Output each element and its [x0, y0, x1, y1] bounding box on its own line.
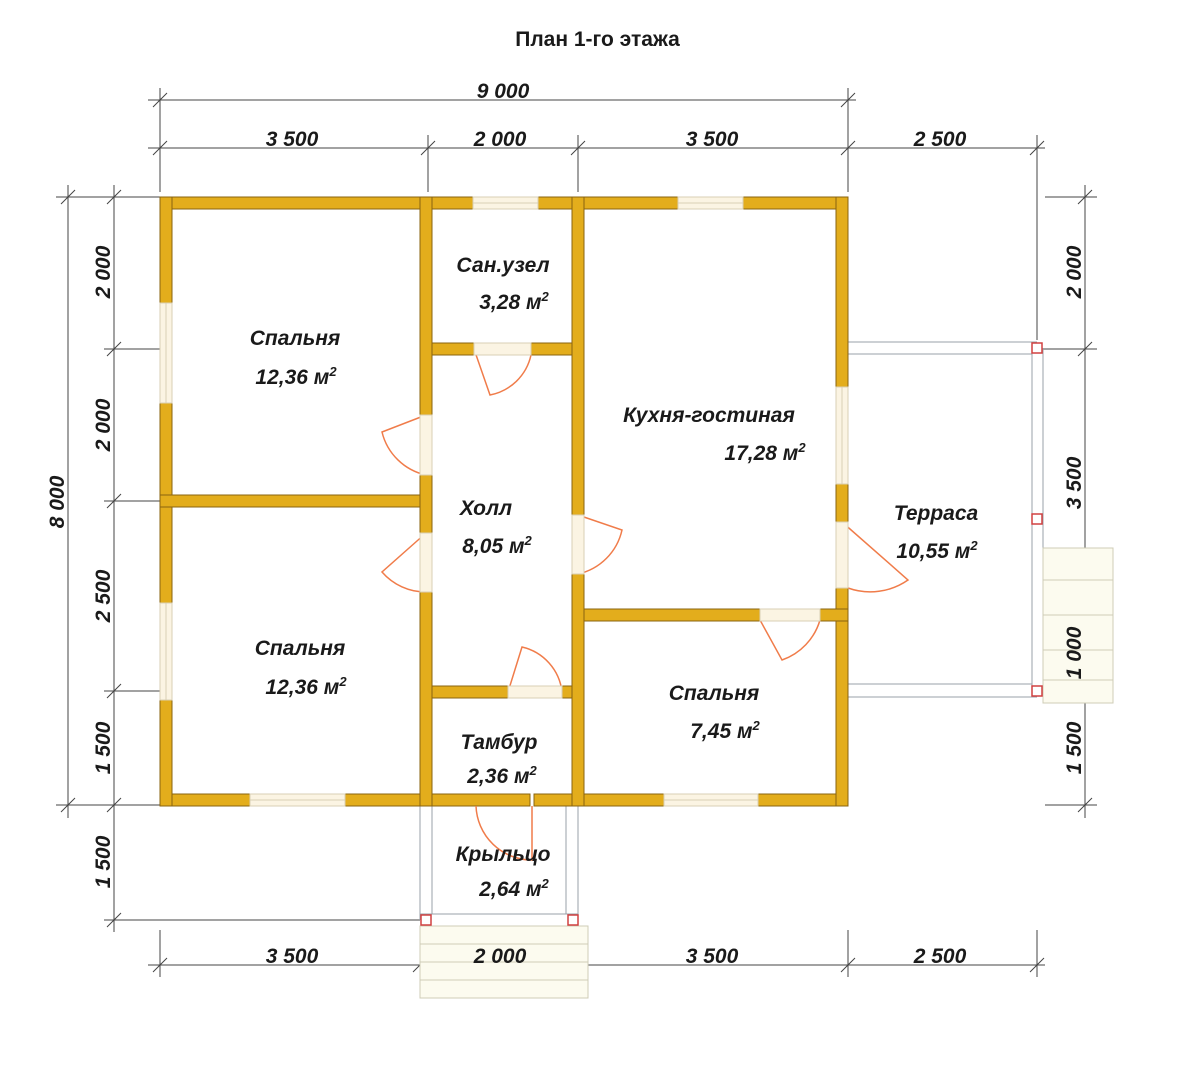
dim-top-3: 3 500 — [686, 128, 739, 151]
dim-bottom-2: 2 000 — [473, 945, 527, 968]
room-area-vestibule: 2,36 м2 — [466, 763, 537, 788]
page-title: План 1-го этажа — [515, 28, 680, 51]
room-name-porch: Крыльцо — [456, 843, 551, 866]
dim-left-1: 2 000 — [92, 245, 115, 299]
dim-bottom-3: 3 500 — [686, 945, 739, 968]
door-openings — [419, 342, 849, 699]
room-name-bathroom: Сан.узел — [456, 254, 549, 277]
room-area-kitchen-living: 17,28 м2 — [724, 440, 806, 465]
room-name-bedroom-1: Спальня — [250, 327, 341, 350]
dim-top-1: 3 500 — [266, 128, 319, 151]
dim-right-1: 2 000 — [1063, 245, 1086, 299]
dim-bottom-4: 2 500 — [913, 945, 967, 968]
room-name-hall: Холл — [459, 497, 512, 520]
room-name-vestibule: Тамбур — [460, 731, 537, 754]
terrace-steps — [1042, 547, 1114, 704]
dim-top-2: 2 000 — [473, 128, 527, 151]
room-area-bedroom-2: 12,36 м2 — [265, 674, 347, 699]
posts — [420, 342, 1043, 926]
dim-left-2: 2 000 — [92, 398, 115, 452]
room-area-bedroom-1: 12,36 м2 — [255, 364, 337, 389]
room-area-terrace: 10,55 м2 — [896, 538, 978, 563]
window-icon — [159, 196, 849, 807]
room-name-bedroom-3: Спальня — [669, 682, 760, 705]
room-name-bedroom-2: Спальня — [255, 637, 346, 660]
walls — [159, 196, 849, 807]
dim-overall-height: 8 000 — [46, 475, 69, 528]
room-area-bedroom-3: 7,45 м2 — [690, 718, 760, 743]
door-swing-icon — [380, 348, 910, 861]
room-area-bathroom: 3,28 м2 — [479, 289, 549, 314]
dimension-lines — [56, 88, 1097, 977]
dim-left-4: 1 500 — [92, 721, 115, 774]
dim-left-3: 2 500 — [92, 569, 115, 623]
room-name-terrace: Терраса — [894, 502, 979, 525]
room-labels: Спальня 12,36 м2 Сан.узел 3,28 м2 Кухня-… — [250, 254, 979, 901]
room-area-porch: 2,64 м2 — [478, 876, 549, 901]
dim-bottom-1: 3 500 — [266, 945, 319, 968]
dim-right-2: 3 500 — [1063, 456, 1086, 509]
dim-overall-width: 9 000 — [477, 80, 530, 103]
dim-right-3: 1 000 — [1063, 626, 1086, 679]
dim-right-4: 1 500 — [1063, 721, 1086, 774]
dim-top-4: 2 500 — [913, 128, 967, 151]
room-area-hall: 8,05 м2 — [462, 533, 532, 558]
porch-steps — [419, 925, 589, 999]
dim-left-5: 1 500 — [92, 835, 115, 888]
room-name-kitchen-living: Кухня-гостиная — [623, 404, 795, 427]
dimension-labels: 9 000 3 500 2 000 3 500 2 500 3 500 2 00… — [46, 80, 1086, 968]
